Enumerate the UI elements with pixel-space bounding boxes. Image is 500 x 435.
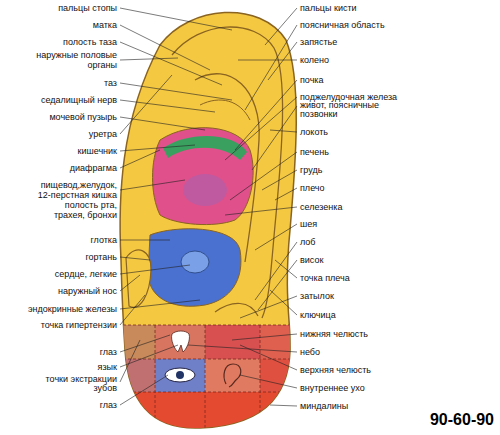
organ-label: сердце, легкие — [55, 269, 117, 279]
organ-label: кишечник — [77, 146, 117, 156]
concha-band — [163, 136, 247, 160]
organ-label: глаз — [100, 347, 117, 357]
organ-label: плечо — [300, 183, 325, 193]
organ-label: пальцы стопы — [58, 3, 117, 13]
organ-label: матка — [93, 20, 117, 30]
upper-concha — [153, 128, 254, 225]
leader-lines — [120, 8, 297, 406]
organ-label: глотка — [90, 235, 117, 245]
organ-label: точки экстракции зубов — [37, 375, 117, 393]
organ-label: пальцы кисти — [300, 3, 357, 13]
organ-label: точка плеча — [300, 273, 350, 283]
organ-label: грудь — [300, 165, 322, 175]
organ-label: запястье — [300, 37, 337, 47]
organ-label: живот, поясничные позвонки — [300, 101, 390, 119]
organ-label: эндокринные железы — [28, 304, 117, 314]
organ-label: локоть — [300, 127, 328, 137]
ear-icon — [224, 364, 241, 387]
organ-label: колено — [300, 55, 329, 65]
antitragus — [215, 303, 258, 316]
organ-label: висок — [300, 255, 323, 265]
concha-center — [183, 174, 227, 206]
watermark: 90-60-90 — [430, 411, 494, 429]
organ-label: таз — [104, 78, 117, 88]
lower-concha — [148, 229, 241, 306]
organ-label: миндалины — [300, 401, 348, 411]
organ-label: пищевод,желудок, 12-перстная кишка полос… — [32, 180, 117, 220]
organ-label: уретра — [89, 129, 117, 139]
eye-pupil — [176, 371, 184, 379]
organ-label: наружный нос — [58, 286, 117, 296]
antihelix-crus — [200, 100, 250, 120]
lobe-grid — [118, 325, 300, 432]
organ-label: ключица — [300, 310, 336, 320]
tragus — [126, 250, 151, 307]
tooth-icon — [172, 331, 190, 352]
organ-label: мочевой пузырь — [49, 112, 117, 122]
organ-label: язык — [98, 362, 117, 372]
organ-label: поясничная область — [300, 20, 385, 30]
organ-label: полость таза — [63, 37, 117, 47]
organ-label: небо — [300, 347, 320, 357]
eye-icon — [165, 368, 195, 382]
organ-label: затылок — [300, 291, 334, 301]
organ-label: шея — [300, 219, 317, 229]
organ-label: лоб — [300, 237, 316, 247]
organ-label: верхняя челюсть — [300, 365, 371, 375]
organ-label: седалищный нерв — [41, 95, 117, 105]
organ-label: нижняя челюсть — [300, 329, 368, 339]
organ-label: наружные половые органы — [32, 50, 117, 70]
organ-label: глаз — [100, 400, 117, 410]
organ-label: диафрагма — [70, 163, 117, 173]
organ-label: почка — [300, 75, 324, 85]
organ-label: гортань — [85, 252, 117, 262]
organ-label: селезенка — [300, 202, 342, 212]
organ-label: печень — [300, 147, 329, 157]
lungs — [181, 251, 209, 273]
organ-label: точка гипертензии — [41, 320, 117, 330]
organ-label: внутреннее ухо — [300, 383, 365, 393]
